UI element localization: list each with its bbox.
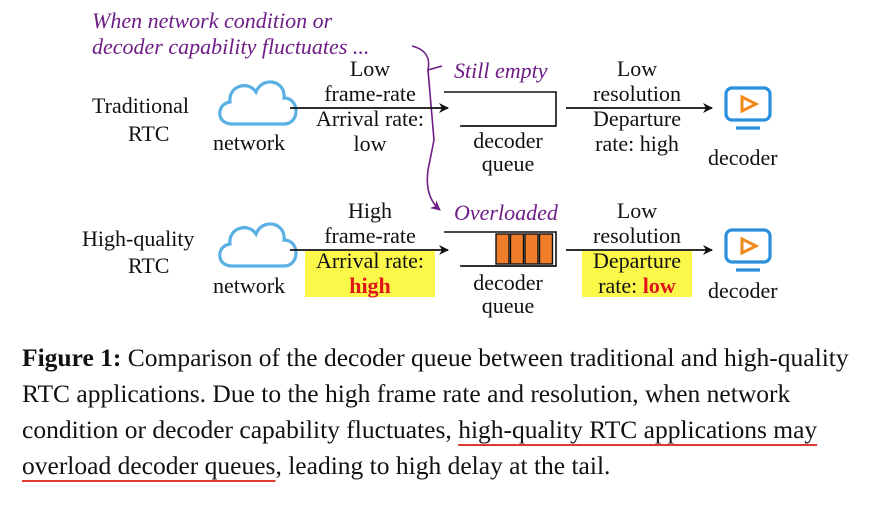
queue-slot xyxy=(524,233,539,265)
row2-queue-label-line1: decoder xyxy=(473,270,543,295)
row2-departure-prefix: rate: xyxy=(598,273,643,298)
row2-queue-slots xyxy=(495,233,554,265)
row1-label-line2: RTC xyxy=(128,121,169,146)
row1-queue-label-line2: queue xyxy=(482,151,535,176)
row2-departure-line3: Departure xyxy=(593,248,681,273)
note-line-2: decoder capability fluctuates ... xyxy=(92,34,369,59)
row1-network-label: network xyxy=(213,130,285,155)
row2-departure-line2: resolution xyxy=(593,223,681,248)
queue-slot xyxy=(495,233,510,265)
row1-departure-line3: Departure xyxy=(593,106,681,131)
row1-decoder-label: decoder xyxy=(708,145,778,170)
row2-departure-value: low xyxy=(643,273,676,298)
decoder-queue-diagram: When network condition or decoder capabi… xyxy=(82,8,778,318)
row1-label-line1: Traditional xyxy=(92,93,189,118)
row2-arrival-line1: High xyxy=(348,198,392,223)
row2-queue-label-line2: queue xyxy=(482,293,535,318)
row1-arrival-line2: frame-rate xyxy=(324,81,416,106)
row2-arrival-line2: frame-rate xyxy=(324,223,416,248)
note-brace xyxy=(411,45,441,211)
row2-arrival-value: high xyxy=(349,273,391,298)
caption-label: Figure 1: xyxy=(22,343,122,372)
note-line-1: When network condition or xyxy=(92,8,333,33)
row1-decoder-icon xyxy=(724,86,772,130)
row1-cloud-icon xyxy=(218,80,298,126)
row2-network-label: network xyxy=(213,273,285,298)
row2-arrival-highlight xyxy=(305,251,435,297)
row2-label-line1: High-quality xyxy=(82,226,194,251)
caption-underlined: high-quality RTC applications may overlo… xyxy=(22,415,818,480)
row2-queue-state: Overloaded xyxy=(454,200,559,225)
row1-queue-state: Still empty xyxy=(454,58,548,83)
caption-text-1: Comparison of the decoder queue between … xyxy=(22,343,849,444)
row1-queue-label-line1: decoder xyxy=(473,128,543,153)
row2-label-line2: RTC xyxy=(128,253,169,278)
row2-cloud-icon xyxy=(218,222,298,268)
queue-slot xyxy=(509,233,525,265)
row2-departure-line4: rate: low xyxy=(598,273,676,298)
row1-departure-line4: rate: high xyxy=(595,131,679,156)
row2-decoder-label: decoder xyxy=(708,278,778,303)
figure-caption: Figure 1: Comparison of the decoder queu… xyxy=(22,340,857,484)
row1-departure-line2: resolution xyxy=(593,81,681,106)
caption-text-2: , leading to high delay at the tail. xyxy=(275,451,611,480)
row2-departure-highlight xyxy=(582,251,692,297)
row1-arrival-line3: Arrival rate: xyxy=(316,106,424,131)
row1-queue-box xyxy=(462,91,557,127)
row2-arrival-line3: Arrival rate: xyxy=(316,248,424,273)
row1-arrival-line1: Low xyxy=(350,56,390,81)
queue-slot xyxy=(538,233,554,265)
row2-departure-line1: Low xyxy=(617,198,657,223)
row1-arrival-value: low xyxy=(354,131,387,156)
row2-decoder-icon xyxy=(724,228,772,272)
note-tick-top xyxy=(427,65,443,71)
row1-departure-line1: Low xyxy=(617,56,657,81)
